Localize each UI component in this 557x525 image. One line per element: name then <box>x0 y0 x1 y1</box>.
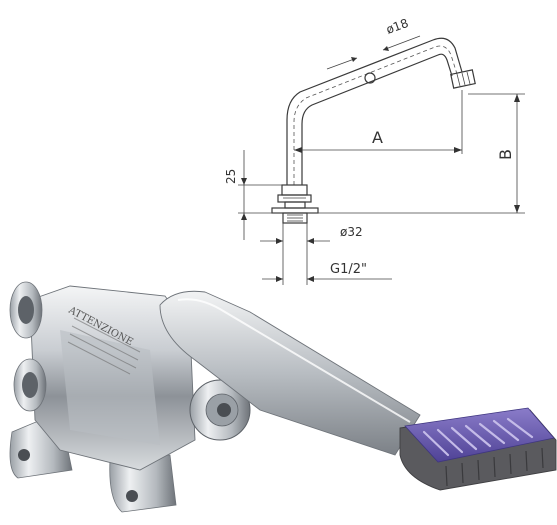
dim-base-height: 25 <box>224 169 238 184</box>
pedal-pad-ridges <box>422 417 534 457</box>
spout-joint <box>364 72 376 84</box>
dim-spout-diameter: ø18 <box>384 16 410 37</box>
spout-base-fitting <box>271 184 319 224</box>
dim-height: B <box>496 149 515 160</box>
mounting-hole-right <box>126 490 138 502</box>
dim-base-diameter: ø32 <box>340 225 363 239</box>
spout-drawing <box>238 37 525 224</box>
housing-engraving <box>67 317 141 375</box>
spout-centerline <box>293 45 458 185</box>
dim-reach: A <box>372 128 383 147</box>
dimension-lines: ø18 A B 25 ø32 G1/2" <box>224 16 525 285</box>
mounting-hole-left <box>18 449 30 461</box>
foot-pedal-valve: ATTENZIONE <box>9 281 557 513</box>
spout-pipe-outer <box>286 37 463 185</box>
spout-nozzle <box>450 69 476 89</box>
dim-thread: G1/2" <box>330 262 367 277</box>
pedal-lever <box>159 290 421 456</box>
spout-pipe-inner <box>301 53 453 185</box>
